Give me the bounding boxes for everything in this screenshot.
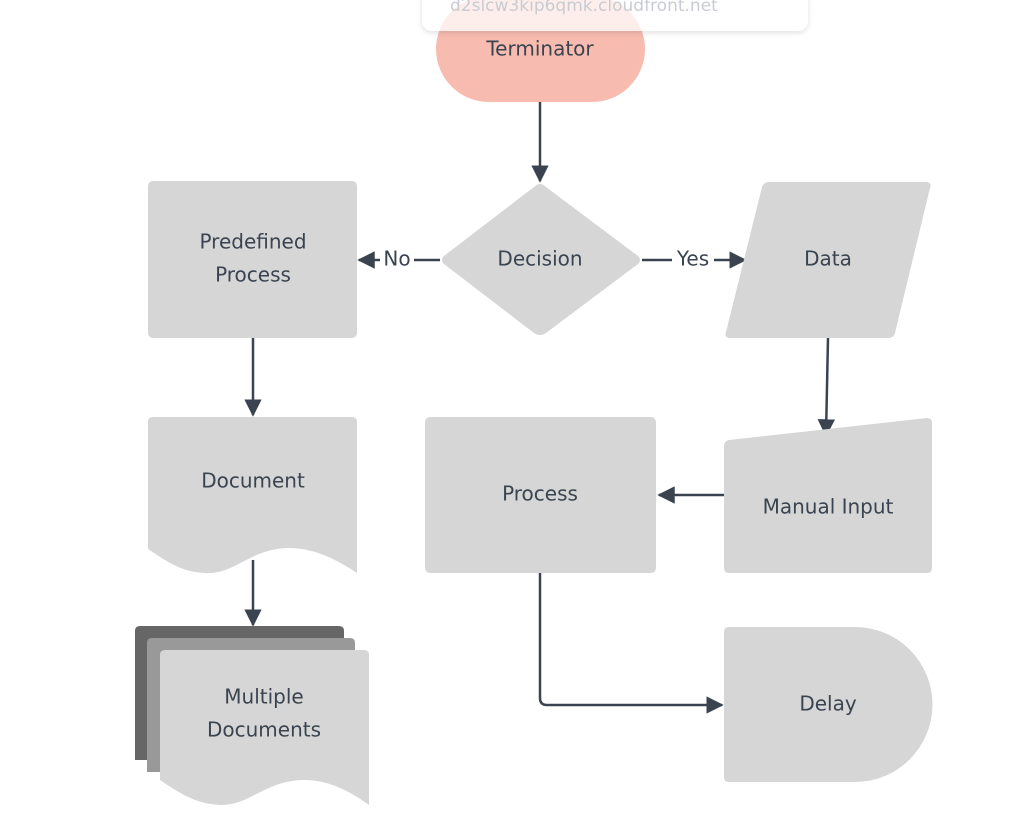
multiple-documents-label-line2: Documents bbox=[207, 718, 321, 742]
predefined-label-line2: Process bbox=[215, 263, 291, 287]
decision-node[interactable]: Decision bbox=[442, 184, 640, 335]
document-label: Document bbox=[201, 469, 305, 493]
data-node[interactable]: Data bbox=[725, 182, 931, 338]
url-tooltip: d2slcw3kip6qmk.cloudfront.net bbox=[422, 0, 808, 31]
edge-data-manual[interactable] bbox=[817, 337, 836, 437]
yes-label-bg bbox=[672, 248, 714, 272]
tooltip-text: d2slcw3kip6qmk.cloudfront.net bbox=[450, 0, 718, 16]
delay-node[interactable]: Delay bbox=[724, 627, 933, 782]
predefined-process-node[interactable]: Predefined Process bbox=[148, 181, 357, 338]
decision-label: Decision bbox=[497, 247, 582, 271]
document-node[interactable]: Document bbox=[148, 417, 357, 574]
no-label-bg bbox=[380, 248, 414, 272]
process-label: Process bbox=[502, 482, 578, 506]
edge-process-delay[interactable] bbox=[538, 573, 724, 714]
data-label: Data bbox=[804, 247, 852, 271]
terminator-label: Terminator bbox=[485, 37, 594, 61]
edge-label-no: No bbox=[383, 247, 410, 271]
manual-input-node[interactable]: Manual Input bbox=[724, 418, 932, 573]
manual-input-label: Manual Input bbox=[763, 495, 894, 519]
edge-label-yes: Yes bbox=[676, 247, 709, 271]
multiple-documents-label-line1: Multiple bbox=[224, 685, 303, 709]
process-node[interactable]: Process bbox=[425, 417, 656, 573]
delay-label: Delay bbox=[799, 692, 857, 716]
multiple-documents-node[interactable]: Multiple Documents bbox=[135, 626, 369, 806]
predefined-label-line1: Predefined bbox=[199, 230, 306, 254]
